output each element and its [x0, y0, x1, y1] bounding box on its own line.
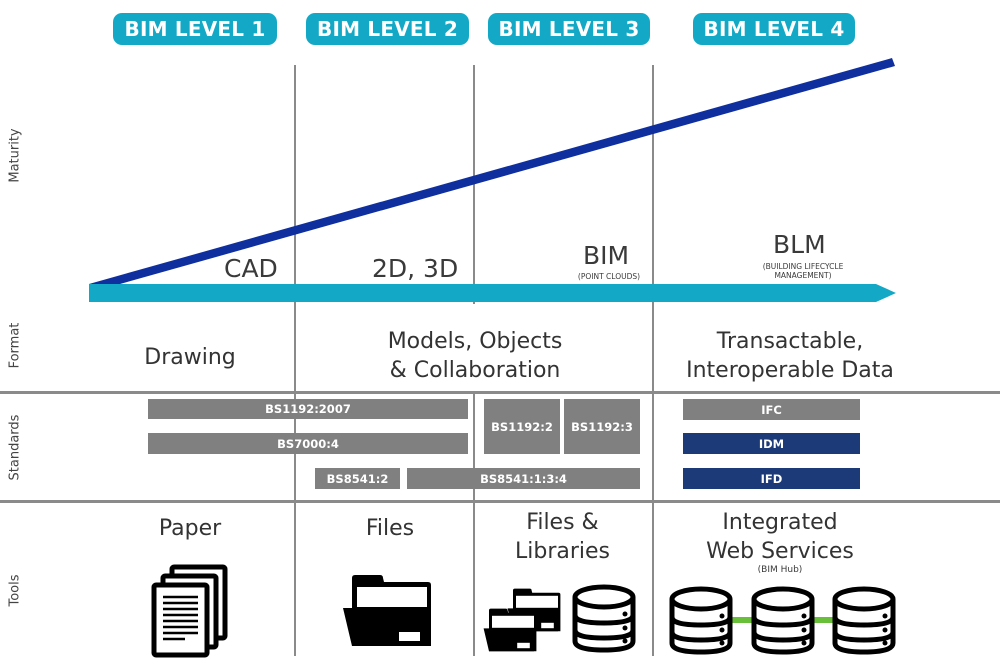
standard-bs1192-2007: BS1192:2007 [148, 399, 468, 419]
stage-bim: BIM [583, 241, 630, 270]
bim-level-4-badge: BIM LEVEL 4 [693, 13, 855, 45]
tools-paper: Paper [158, 516, 222, 541]
tools-files-libraries-line2: Libraries [514, 539, 610, 564]
folders-icon [483, 588, 561, 652]
format-drawing: Drawing [144, 345, 236, 370]
paper-stack-icon [151, 564, 228, 658]
standard-bs8541-2: BS8541:2 [315, 468, 400, 489]
hub-connector-2 [811, 617, 835, 623]
column-divider-1-2 [294, 65, 296, 656]
database-icon-hub-3 [832, 586, 896, 655]
standard-bs8541-1-3-4: BS8541:1:3:4 [407, 468, 640, 489]
database-icon-hub-1 [669, 586, 733, 655]
tools-web-services-line2: Web Services [706, 539, 854, 564]
database-icon-libraries [572, 584, 636, 653]
maturity-line [89, 58, 895, 284]
stage-blm-subtitle-1: (BUILDING LIFECYCLE [762, 262, 844, 271]
format-models-line1: Models, Objects [387, 329, 563, 354]
folder-icon [343, 575, 431, 646]
bim-level-2-badge: BIM LEVEL 2 [306, 13, 469, 45]
stage-blm-subtitle-2: MANAGEMENT) [774, 271, 832, 280]
format-models-line2: & Collaboration [389, 358, 561, 383]
column-divider-3-4 [652, 65, 654, 656]
hub-connector-1 [730, 617, 754, 623]
stage-bim-subtitle: (POINT CLOUDS) [577, 272, 641, 281]
tools-files-libraries-line1: Files & [526, 510, 599, 535]
tools-files: Files [365, 516, 415, 541]
bim-level-3-badge: BIM LEVEL 3 [488, 13, 650, 45]
standard-idm: IDM [683, 433, 860, 454]
tools-web-services-line1: Integrated [722, 510, 838, 535]
row-divider-standards-tools [0, 500, 1000, 503]
maturity-graphic [89, 58, 896, 302]
row-divider-format-standards [0, 391, 1000, 394]
format-transactable-line1: Transactable, [716, 329, 864, 354]
stage-2d-3d: 2D, 3D [372, 254, 459, 283]
stage-cad: CAD [224, 254, 278, 283]
standard-bs1192-2: BS1192:2 [484, 399, 560, 454]
database-icon-hub-2 [751, 586, 815, 655]
row-label-tools: Tools [7, 574, 23, 607]
timeline-arrow [89, 284, 896, 302]
row-label-standards: Standards [7, 414, 23, 481]
format-transactable-line2: Interoperable Data [686, 358, 894, 383]
stage-blm: BLM [773, 230, 826, 259]
bim-level-1-badge: BIM LEVEL 1 [113, 13, 277, 45]
tools-bim-hub-subtitle: (BIM Hub) [757, 565, 803, 575]
format-merge-mask [468, 304, 480, 391]
standard-ifc: IFC [683, 399, 860, 420]
standard-ifd: IFD [683, 468, 860, 489]
standard-bs1192-3: BS1192:3 [564, 399, 640, 454]
standard-bs7000-4: BS7000:4 [148, 433, 468, 454]
